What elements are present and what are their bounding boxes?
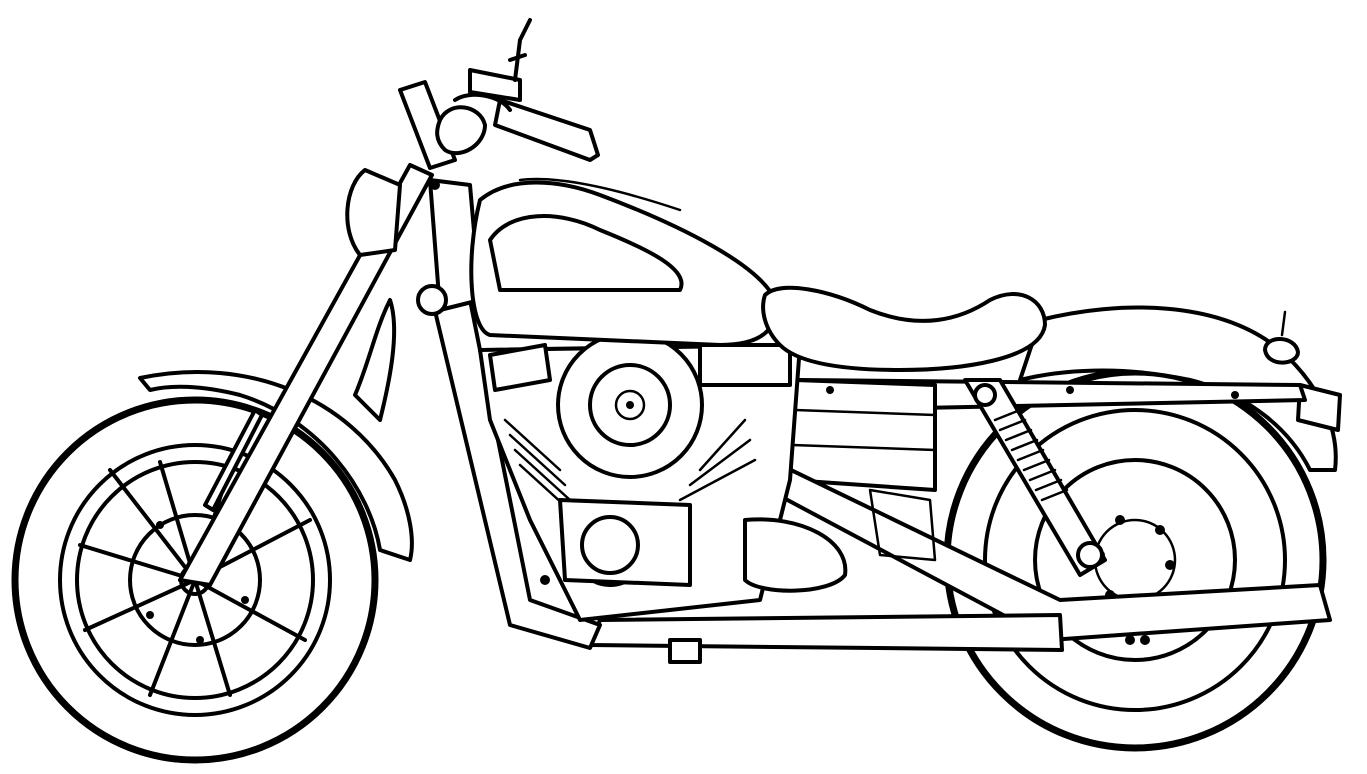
rear-signal: [1296, 383, 1342, 432]
handlebars: [398, 18, 600, 170]
engine: [478, 331, 937, 622]
tail-light: [1263, 337, 1300, 365]
footpeg: [668, 638, 702, 664]
rear-shock: [963, 378, 1107, 577]
battery-box: [788, 378, 937, 492]
front-wheel: [11, 396, 379, 764]
fuel-tank: [469, 177, 778, 347]
seat: [761, 285, 1047, 372]
headlight: [345, 168, 402, 257]
rear-fender: [1018, 305, 1338, 472]
front-fork: [178, 163, 434, 587]
